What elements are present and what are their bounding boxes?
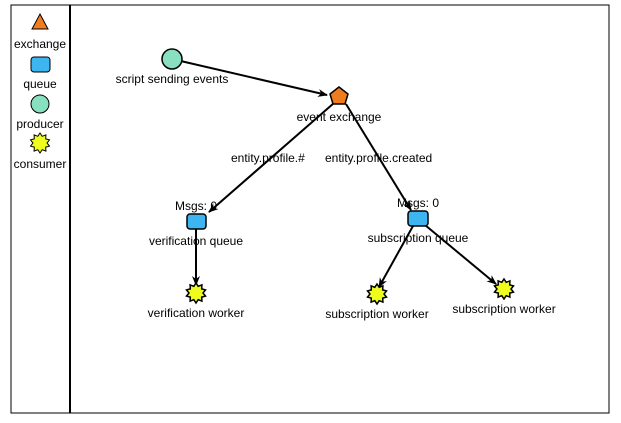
legend-label-producer: producer — [16, 117, 63, 131]
queue-legend-icon — [30, 56, 51, 73]
edge-exchange-to-subscription-queue — [345, 103, 412, 211]
node-verification-worker[interactable]: verification worker — [148, 281, 245, 320]
exchange-node-icon — [329, 86, 349, 105]
producer-node-icon — [161, 48, 183, 70]
node-subscription-worker-2[interactable]: subscription worker — [452, 277, 556, 316]
edge-exchange-to-verification-queue — [208, 102, 335, 213]
verification-worker-label: verification worker — [148, 306, 245, 320]
subscription-queue-label: subscription queue — [368, 231, 469, 245]
graph-panel — [69, 4, 610, 414]
exchange-legend-icon — [31, 12, 49, 30]
consumer-legend-icon — [29, 132, 51, 154]
subscription-worker-1-label: subscription worker — [325, 307, 428, 321]
queue-node-icon — [407, 210, 429, 227]
edges — [171, 58, 497, 288]
node-subscription-worker-1[interactable]: subscription worker — [325, 282, 429, 321]
edge-label-verification-routing-key: entity.profile.# — [231, 151, 305, 165]
node-producer[interactable]: script sending events — [116, 48, 229, 86]
consumer-node-icon — [493, 277, 515, 301]
legend: exchange queue producer consumer — [14, 12, 67, 171]
consumer-node-icon — [366, 282, 388, 306]
queue-node-icon — [186, 213, 207, 230]
legend-label-exchange: exchange — [14, 37, 66, 51]
edge-subscription-queue-to-worker-1 — [378, 225, 414, 288]
producer-label: script sending events — [116, 72, 229, 86]
subscription-queue-msgs: Msgs: 0 — [397, 196, 439, 210]
node-exchange[interactable]: event exchange — [297, 86, 382, 124]
verification-queue-msgs: Msgs: 0 — [175, 199, 217, 213]
edge-producer-to-exchange — [171, 58, 328, 97]
legend-label-queue: queue — [23, 77, 57, 91]
edge-label-subscription-routing-key: entity.profile.created — [325, 151, 432, 165]
node-subscription-queue[interactable]: Msgs: 0 subscription queue — [368, 196, 469, 245]
subscription-worker-2-label: subscription worker — [452, 302, 555, 316]
legend-panel — [10, 4, 71, 414]
node-verification-queue[interactable]: Msgs: 0 verification queue — [149, 199, 243, 248]
consumer-node-icon — [185, 281, 207, 305]
exchange-label: event exchange — [297, 110, 382, 124]
verification-queue-label: verification queue — [149, 234, 243, 248]
legend-label-consumer: consumer — [14, 157, 67, 171]
producer-legend-icon — [30, 94, 50, 114]
edge-subscription-queue-to-worker-2 — [424, 224, 497, 285]
